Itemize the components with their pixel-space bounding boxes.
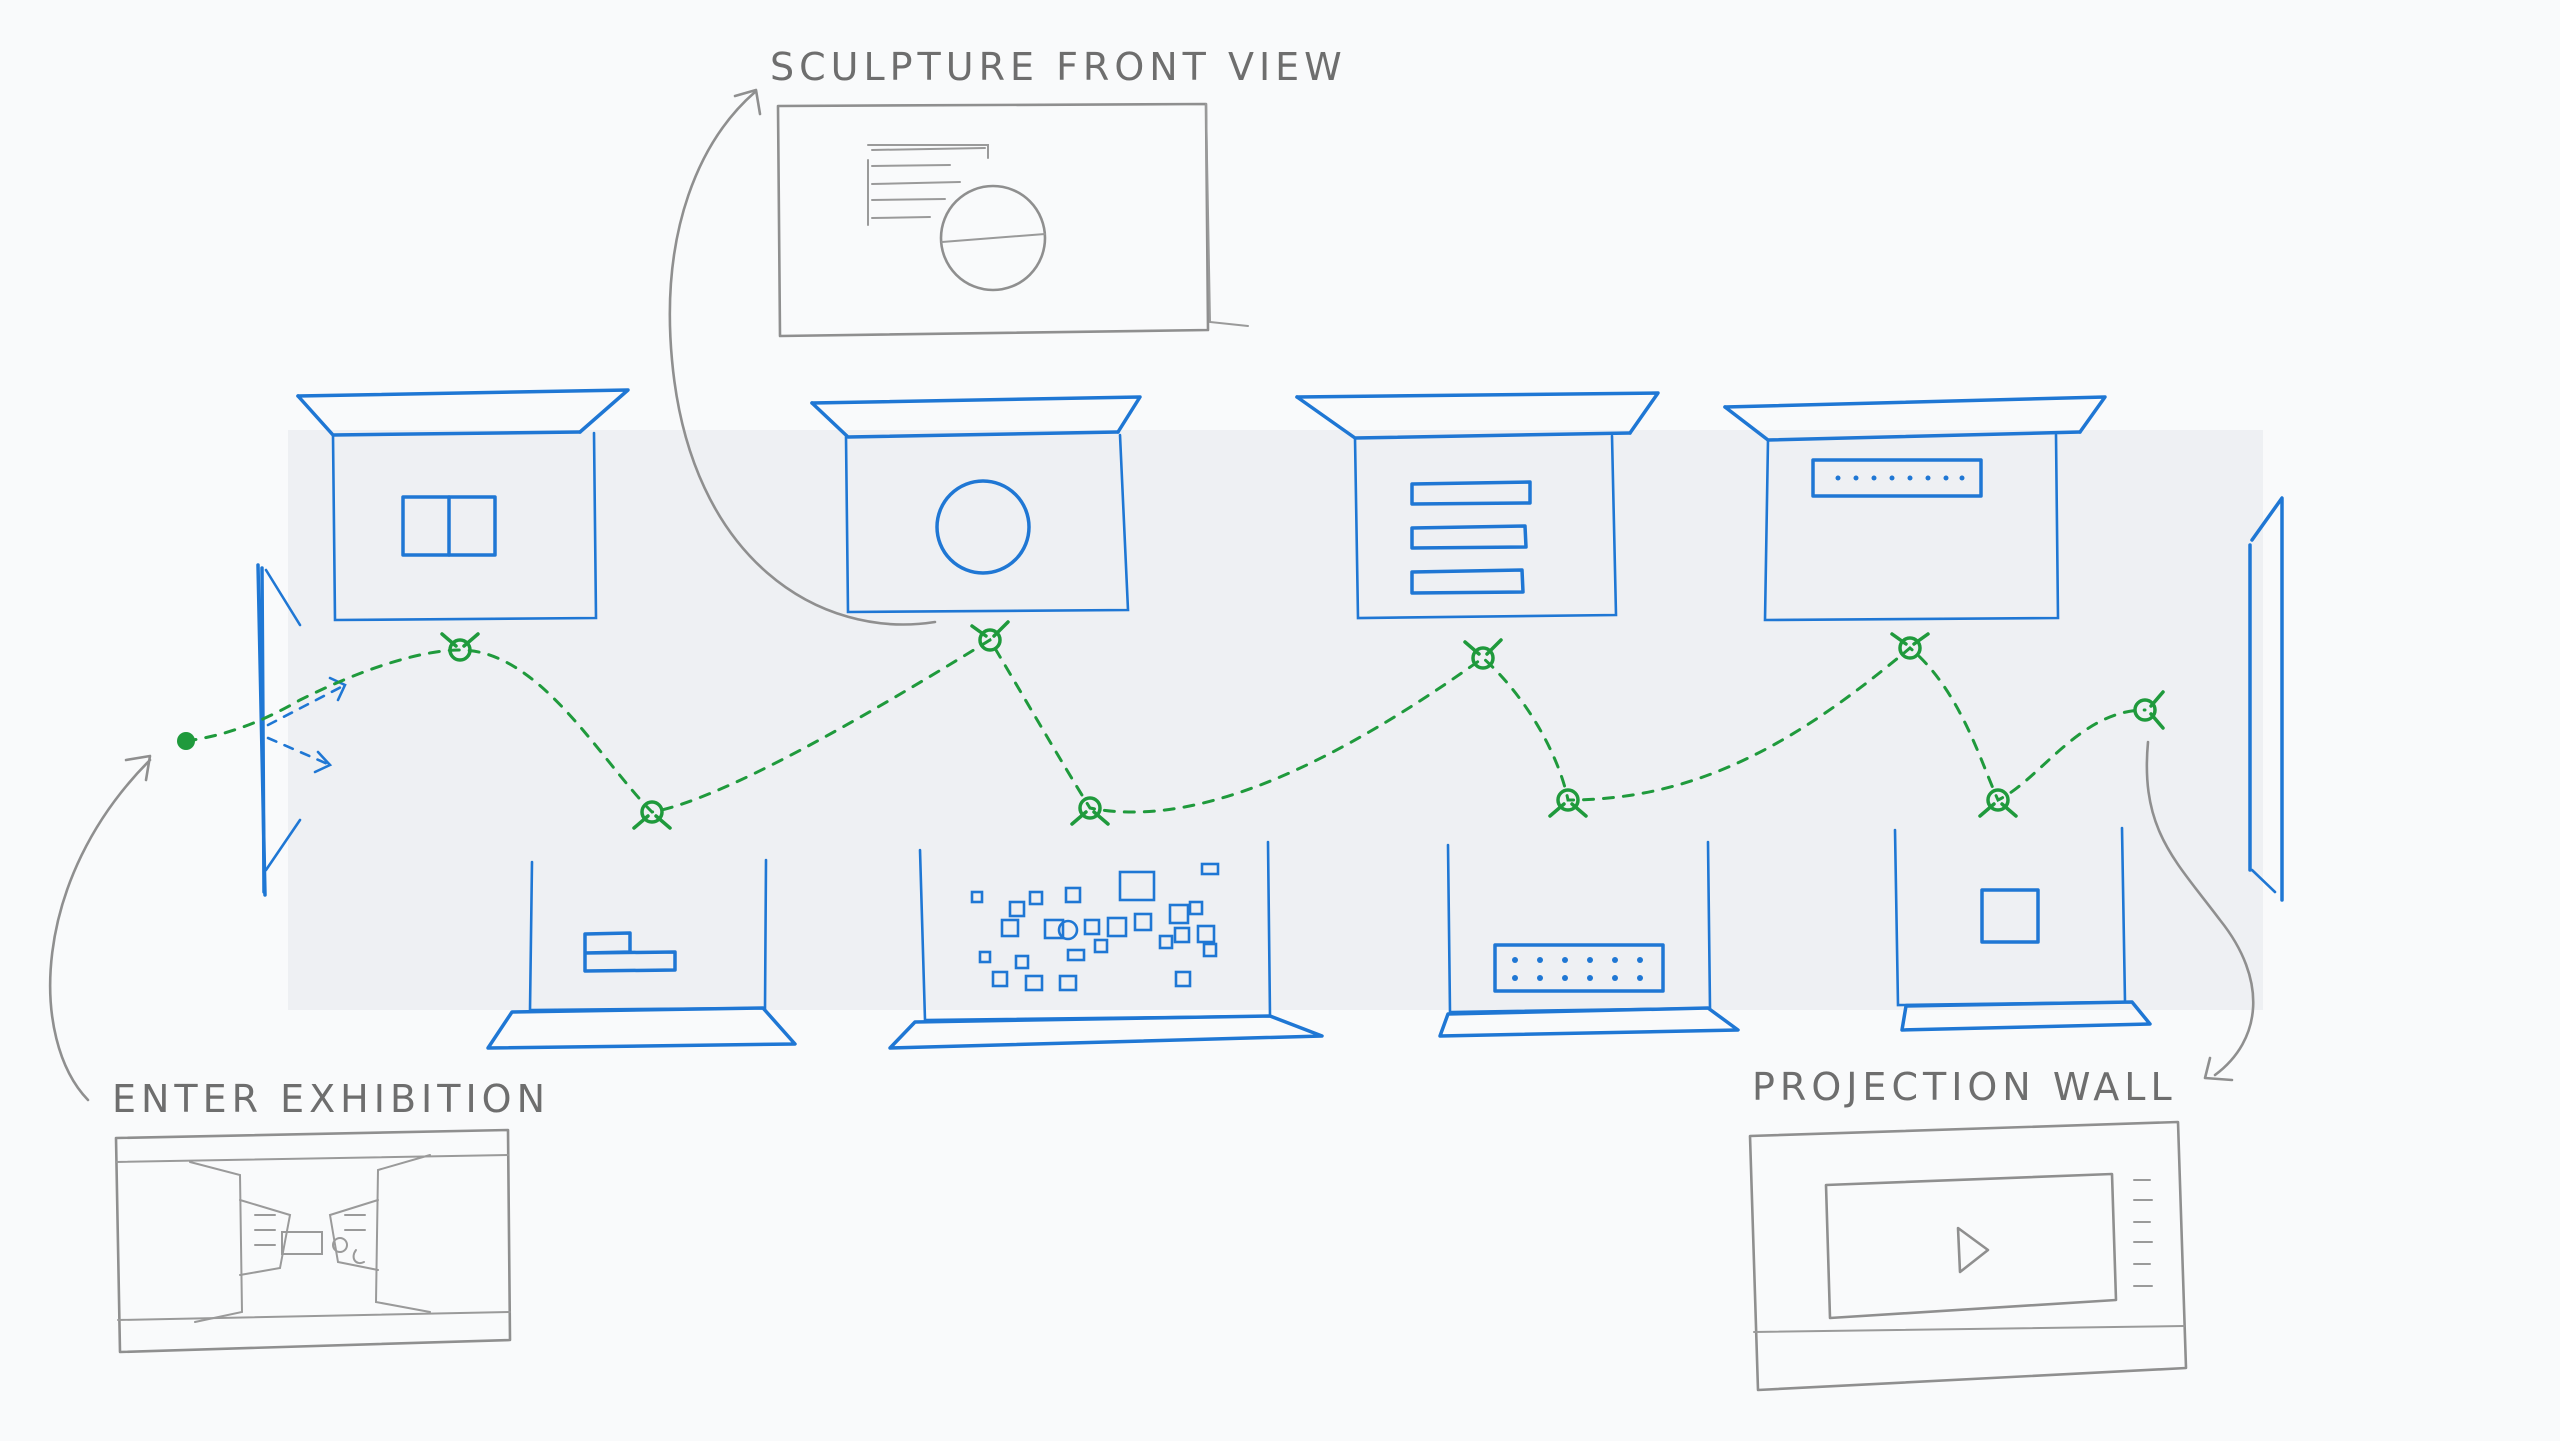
enter-exhibition-thumbnail xyxy=(114,1128,512,1354)
stacked-bars-icon xyxy=(583,931,677,973)
sculpture-front-view-callout: SCULPTURE FRONT VIEW xyxy=(668,45,1347,626)
projection-wall-thumbnail xyxy=(1748,1120,2188,1392)
exhibition-floor xyxy=(288,430,2263,1010)
entrance-wall xyxy=(256,563,302,897)
list-lines-icon xyxy=(1410,480,1532,595)
projection-wall-callout: PROJECTION WALL xyxy=(1748,740,2255,1392)
top-display-4[interactable] xyxy=(1723,395,2107,622)
dotted-panel-icon xyxy=(1493,943,1665,993)
bottom-display-3[interactable] xyxy=(1438,840,1740,1038)
top-display-3[interactable] xyxy=(1295,391,1660,620)
play-icon xyxy=(1956,1226,1990,1274)
sculpture-front-view-thumbnail xyxy=(776,102,1249,338)
enter-exhibition-callout: ENTER EXHIBITION xyxy=(48,754,550,1354)
projection-wall-label: PROJECTION WALL xyxy=(1752,1065,2177,1109)
enter-exhibition-label: ENTER EXHIBITION xyxy=(112,1077,550,1121)
square-icon xyxy=(1980,888,2040,944)
sculpture-circle-icon xyxy=(935,479,1031,575)
visitor-stop-icon xyxy=(440,620,2165,830)
bottom-display-1[interactable] xyxy=(486,858,797,1050)
dotted-banner-icon xyxy=(1811,458,1983,498)
sculpture-front-view-label: SCULPTURE FRONT VIEW xyxy=(770,45,1347,89)
bottom-display-2-wall-grid[interactable] xyxy=(888,840,1324,1050)
projection-wall-screen xyxy=(2248,496,2284,902)
top-display-1[interactable] xyxy=(296,388,630,622)
scattered-squares-icon xyxy=(970,862,1220,992)
top-display-2-sculpture[interactable] xyxy=(810,395,1142,614)
bottom-display-4[interactable] xyxy=(1893,826,2152,1032)
start-dot xyxy=(177,732,195,750)
entrance-arrows xyxy=(266,676,347,774)
